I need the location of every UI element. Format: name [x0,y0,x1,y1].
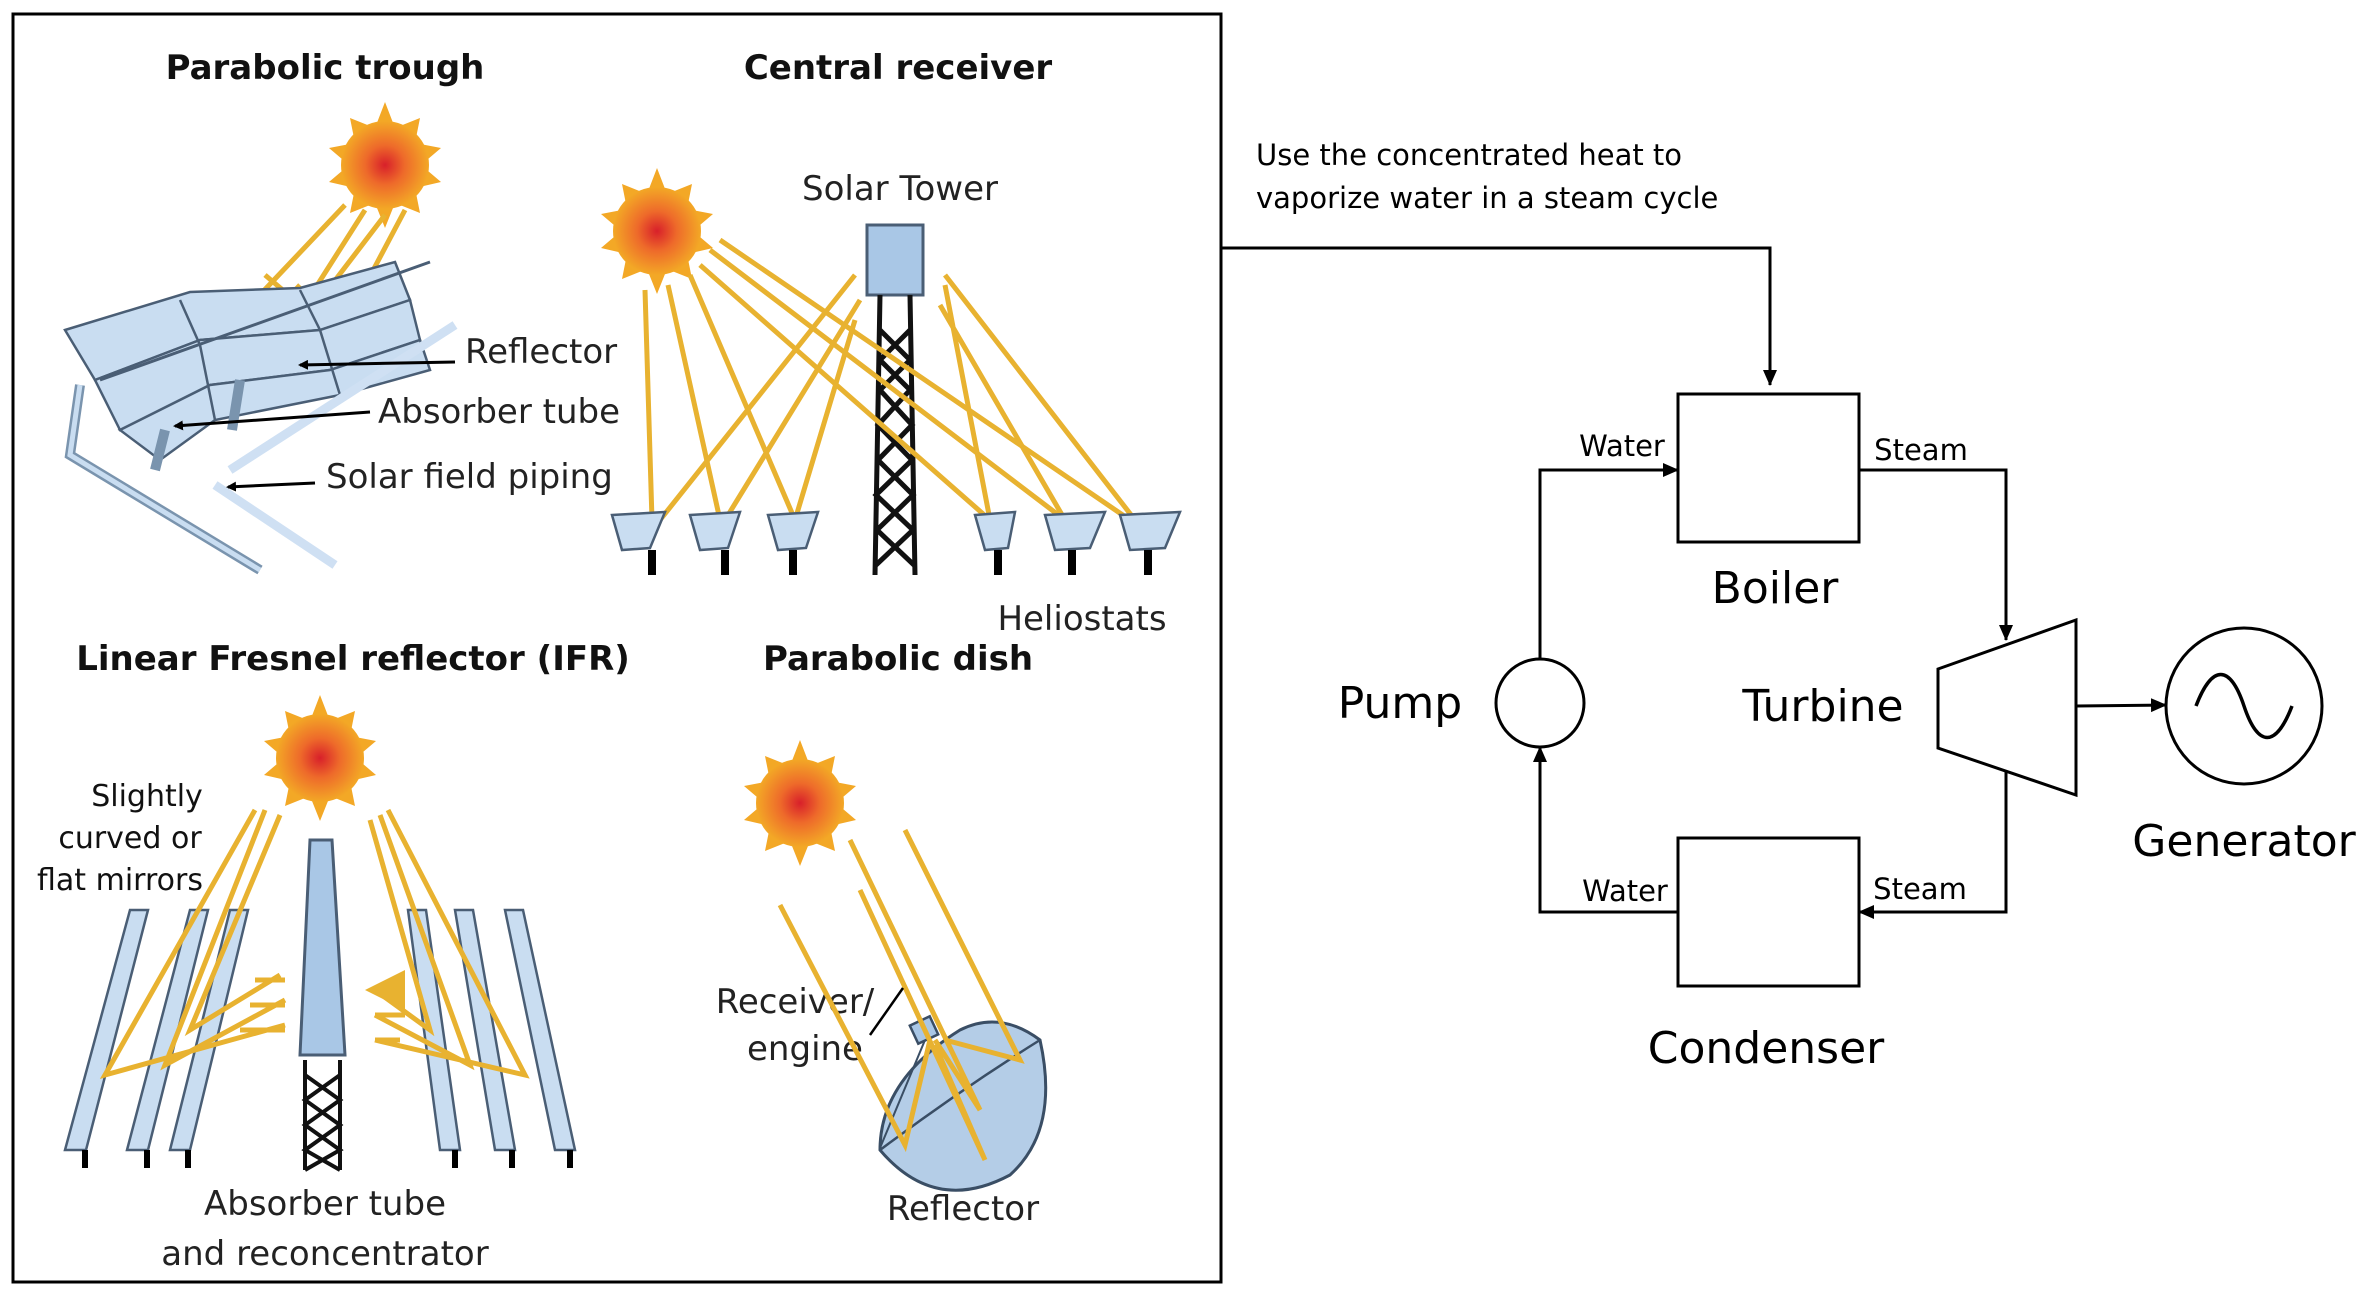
trough-collectors [63,260,432,462]
absorber-reconcentrator-label-line1: Absorber tube [204,1184,446,1224]
heliostats-label: Heliostats [997,599,1166,639]
steam-to-turbine-line [1859,468,2013,641]
sun-icon [744,740,856,866]
pump-symbol [1494,657,1586,749]
water-out-label: Water [1582,874,1668,908]
water-to-pump-line [1533,746,1678,914]
trough-title: Parabolic trough [166,48,485,88]
generator-label: Generator [2132,816,2356,867]
reflector-label: Reflector [465,332,617,372]
steam-out-label: Steam [1874,433,1968,467]
turbine-to-generator-shaft [2075,698,2167,713]
heliostats [610,510,1182,575]
absorber-tube-label: Absorber tube [378,392,620,432]
condenser-label: Condenser [1648,1023,1885,1074]
solar-tower-label: Solar Tower [802,169,998,209]
condenser-box [1676,836,1861,988]
solar-field-piping [64,321,458,575]
steam-cycle-diagram: Boiler Condenser Pump Turbine Generator … [1338,392,2357,1074]
solar-tower [865,223,925,576]
dish-reflector-label: Reflector [887,1189,1039,1229]
central-receiver-title: Central receiver [744,48,1053,88]
technology-panel-frame [11,12,1223,1284]
central-receiver-section: Central receiver Solar Tower Heliostats [601,48,1182,639]
mirrors-label-line2: curved or [58,821,202,856]
fresnel-title: Linear Fresnel reflector (IFR) [76,639,630,679]
sun-icon [264,695,376,821]
dish-title: Parabolic dish [763,639,1033,679]
parabolic-trough-section: Parabolic trough Reflector Absorber tube… [63,48,620,575]
mirrors-label-line3: flat mirrors [37,863,203,898]
sun-icon [601,168,713,294]
note-line1: Use the concentrated heat to [1256,138,1682,172]
receiver-label-line1: Receiver/ [716,982,875,1022]
solar-field-piping-label: Solar field piping [326,457,613,497]
fresnel-absorber-tower [298,838,347,1172]
sun-icon [329,102,441,228]
ac-wave-icon [2194,673,2294,739]
pump-label: Pump [1338,678,1462,729]
sun-disc [341,121,429,209]
turbine-label: Turbine [1741,681,1903,732]
receiver-label-line2: engine [747,1029,863,1069]
water-in-label: Water [1579,429,1665,463]
linear-fresnel-section: Linear Fresnel reflector (IFR) Slightly … [37,639,630,1274]
water-to-boiler-line [1538,463,1679,659]
steam-to-condenser-line [1858,771,2008,919]
steam-in-label: Steam [1873,872,1967,906]
parabolic-dish-section: Parabolic dish Receiver/ engine Reflecto… [716,639,1048,1229]
absorber-reconcentrator-label-line2: and reconcentrator [161,1234,488,1274]
concentrated-heat-connector: Use the concentrated heat to vaporize wa… [1221,138,1777,386]
boiler-label: Boiler [1712,563,1840,614]
boiler-box [1676,392,1861,544]
note-line2: vaporize water in a steam cycle [1256,181,1718,215]
mirrors-label-line1: Slightly [91,779,203,814]
turbine-symbol [1936,617,2078,798]
